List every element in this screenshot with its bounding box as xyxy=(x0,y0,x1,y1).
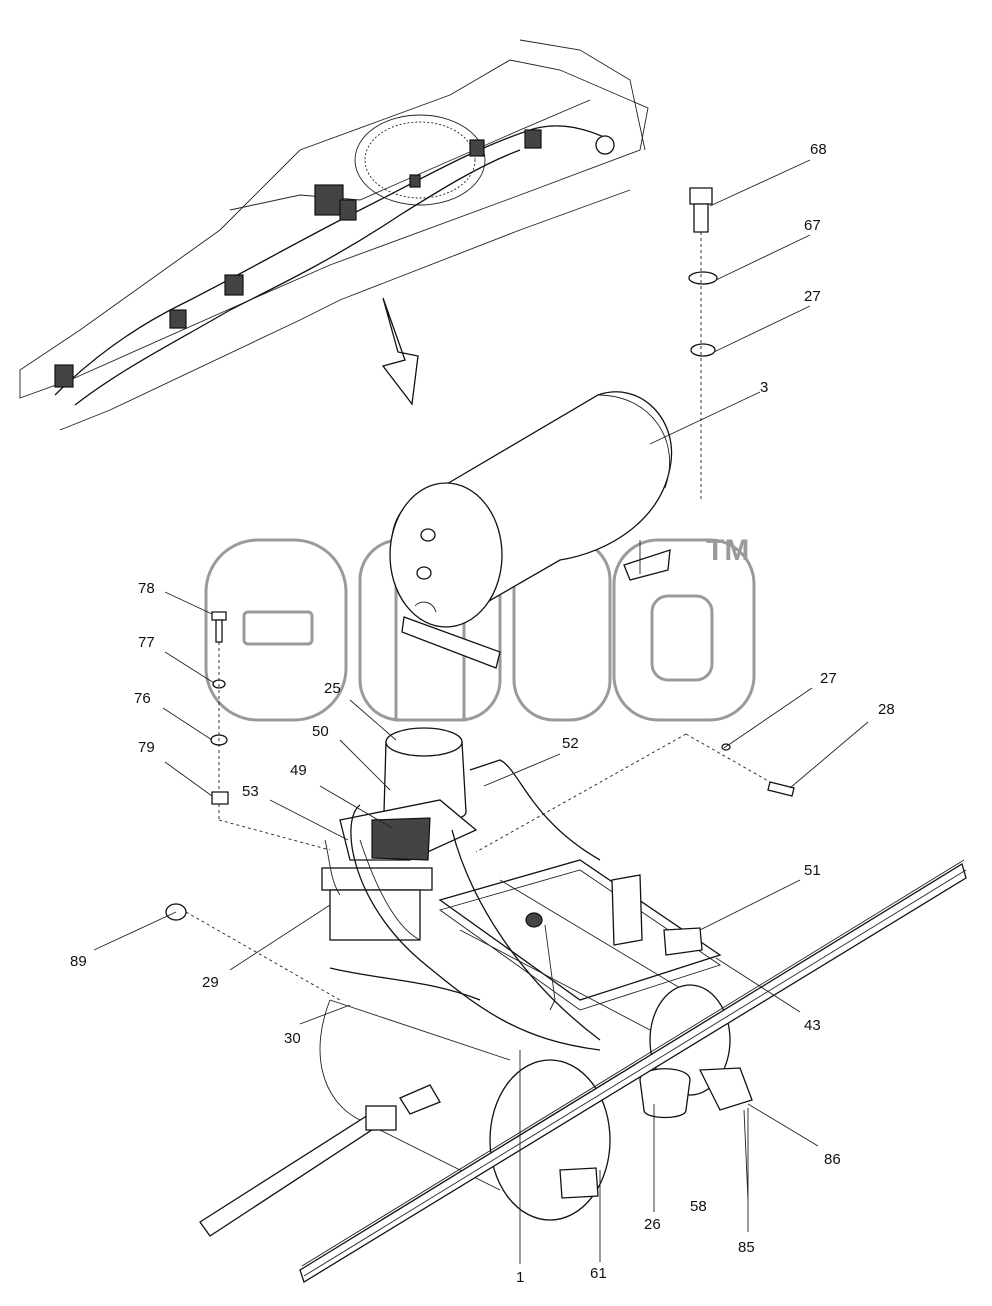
callout-89: 89 xyxy=(70,953,87,970)
callout-26: 26 xyxy=(644,1216,661,1233)
callout-61: 61 xyxy=(590,1265,607,1282)
long-rails xyxy=(199,859,967,1283)
callout-29: 29 xyxy=(202,974,219,991)
dryer-valve-assembly xyxy=(165,727,795,1001)
callout-58: 58 xyxy=(690,1198,707,1215)
callout-30: 30 xyxy=(284,1030,301,1047)
air-tank xyxy=(389,391,673,669)
callout-labels: 68 67 27 3 78 77 76 79 25 50 49 52 53 27… xyxy=(70,141,895,1286)
tank-mount-hardware xyxy=(688,187,718,500)
mounting-frame xyxy=(329,759,722,1051)
leader-lines xyxy=(93,159,869,1264)
callout-25: 25 xyxy=(324,680,341,697)
callout-52: 52 xyxy=(562,735,579,752)
callout-1: 1 xyxy=(516,1269,524,1286)
callout-27-right: 27 xyxy=(820,670,837,687)
callout-28: 28 xyxy=(878,701,895,718)
callout-3: 3 xyxy=(760,379,768,396)
vehicle-frame-overview xyxy=(19,39,649,431)
callout-68: 68 xyxy=(810,141,827,158)
callout-43: 43 xyxy=(804,1017,821,1034)
callout-53: 53 xyxy=(242,783,259,800)
callout-85: 85 xyxy=(738,1239,755,1256)
callout-77: 77 xyxy=(138,634,155,651)
callout-49: 49 xyxy=(290,762,307,779)
callout-86: 86 xyxy=(824,1151,841,1168)
valve-mount-hardware xyxy=(210,611,331,851)
callout-67: 67 xyxy=(804,217,821,234)
trademark-symbol: TM xyxy=(706,534,749,567)
callout-27-top: 27 xyxy=(804,288,821,305)
callout-79: 79 xyxy=(138,739,155,756)
callout-51: 51 xyxy=(804,862,821,879)
callout-76: 76 xyxy=(134,690,151,707)
lower-tanks xyxy=(319,984,753,1221)
callout-78: 78 xyxy=(138,580,155,597)
callout-50: 50 xyxy=(312,723,329,740)
